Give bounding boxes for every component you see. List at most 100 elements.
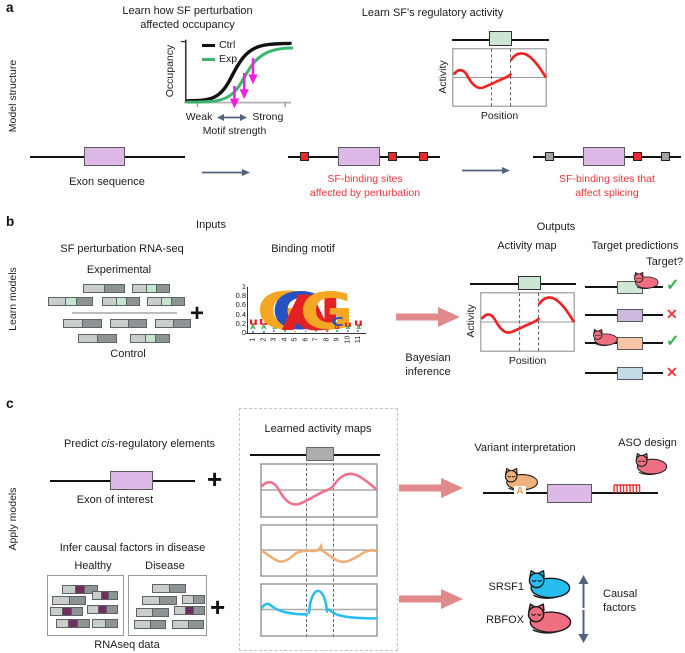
sf-cat-icon (592, 329, 618, 346)
logo-letter: u (248, 317, 258, 329)
bayesian-label: Bayesian inference (405, 352, 451, 378)
logo-letter: C (271, 282, 320, 342)
activity-xlabel-a: Position (480, 110, 519, 122)
plus-sign: + (207, 464, 223, 494)
rbfox-cat-icon (526, 603, 572, 634)
activity-map-title: Activity map (497, 240, 557, 252)
rna-read-experimental (102, 297, 140, 306)
occupancy-title: Learn how SF perturbation affected occup… (105, 5, 270, 33)
logo-letter: A (250, 324, 256, 331)
binding-site-red (300, 152, 309, 161)
occupancy-xlabel: Motif strength (202, 125, 267, 137)
logo-xtick: 2 (260, 337, 268, 342)
strong-label: Strong (252, 111, 284, 123)
logo-letter: G (256, 281, 313, 342)
activity-curve-left (481, 313, 540, 334)
activity-curve-right (510, 52, 547, 79)
target-exon-purple (617, 309, 643, 322)
panel-b-letter: b (6, 214, 15, 229)
exon-box-purple (583, 147, 625, 166)
panel-a-side-label: Model structure (7, 59, 19, 133)
activity-title: Learn SF's regulatory activity (361, 7, 504, 19)
rna-read-control (130, 334, 170, 343)
exp-legend-label: Exp (219, 53, 238, 66)
logo-letter: a (283, 329, 287, 334)
splicing-sites-label: SF-binding sites that affect splicing (559, 173, 655, 199)
logo-xtick: 10 (344, 335, 352, 344)
logo-xtick: 9 (333, 337, 341, 342)
logo-xtick: 4 (281, 337, 289, 342)
rna-read-experimental (132, 284, 170, 293)
exon-box-purple (110, 471, 153, 490)
panel-c-side-label: Apply models (7, 487, 19, 551)
flow-arrow-icon (202, 169, 250, 176)
reads-divider (72, 312, 177, 314)
motif-title: Binding motif (271, 243, 335, 255)
srsf1-cat-icon (527, 570, 571, 599)
logo-letter: A (281, 285, 331, 342)
variant-base: A (514, 486, 526, 497)
logo-letter: A (345, 325, 350, 331)
exon-box-green (518, 276, 541, 290)
rnaseq-data-label: RNAseq data (94, 639, 160, 651)
logo-letter: c (346, 329, 349, 334)
exon-box-green (489, 31, 512, 46)
logo-letter: u (334, 324, 340, 331)
logo-letter: U (290, 285, 342, 342)
target-exon-orange (617, 337, 643, 350)
logo-letter: a (335, 329, 339, 334)
logo-letter: c (304, 329, 307, 333)
logo-xtick: 6 (302, 337, 310, 342)
exon-box-purple (84, 147, 125, 166)
exon-of-interest-label: Exon of interest (76, 494, 154, 506)
logo-letter: c (273, 329, 276, 334)
bayesian-arrow-icon (396, 307, 460, 327)
occupancy-legend: Ctrl Exp (202, 38, 237, 66)
logo-xtick: 11 (354, 335, 362, 344)
target-question-label: Target? (646, 256, 683, 268)
binding-site-red (388, 152, 397, 161)
rna-read-control (78, 334, 117, 343)
down-arrow-icon (578, 610, 589, 643)
logo-ytick: 0.2 (235, 319, 246, 328)
activity-xlabel-b: Position (508, 355, 547, 367)
logo-ytick: 1 (241, 282, 246, 291)
logo-ytick: 0.4 (235, 310, 246, 319)
cross-icon: ✕ (666, 306, 678, 322)
exon-sequence-label: Exon sequence (69, 176, 145, 188)
activity-curve-left (453, 68, 512, 90)
motif-strength-axis: Weak Strong (176, 111, 293, 123)
plus-sign: + (210, 592, 226, 622)
logo-letter: A (356, 325, 361, 331)
logo-letter: g (294, 329, 297, 333)
target-exon-blue (617, 367, 643, 380)
exon-box-gray (306, 447, 334, 461)
occupancy-ylabel: Occupancy (164, 44, 176, 98)
occupancy-title-line1: Learn how SF perturbation (122, 5, 253, 17)
logo-letter: u (343, 319, 352, 330)
perturbed-sites-label: SF-binding sites affected by perturbatio… (309, 173, 421, 199)
logo-ytick: 0.6 (235, 300, 246, 309)
sf-cat-icon (633, 272, 659, 289)
panel-b-side-label: Learn models (7, 267, 19, 331)
binding-site-gray (545, 152, 554, 161)
activity-curve-right (538, 296, 575, 323)
binding-site-red (633, 152, 642, 161)
activity-plot-b (480, 292, 575, 352)
flow-arrow-icon (462, 167, 510, 174)
rnaseq-title: SF perturbation RNA-seq (60, 243, 184, 255)
cross-icon: ✕ (666, 364, 678, 380)
occupancy-chart: Ctrl Exp (176, 36, 293, 110)
activity-ylabel-b: Activity (465, 304, 477, 338)
ctrl-curve (185, 41, 292, 103)
